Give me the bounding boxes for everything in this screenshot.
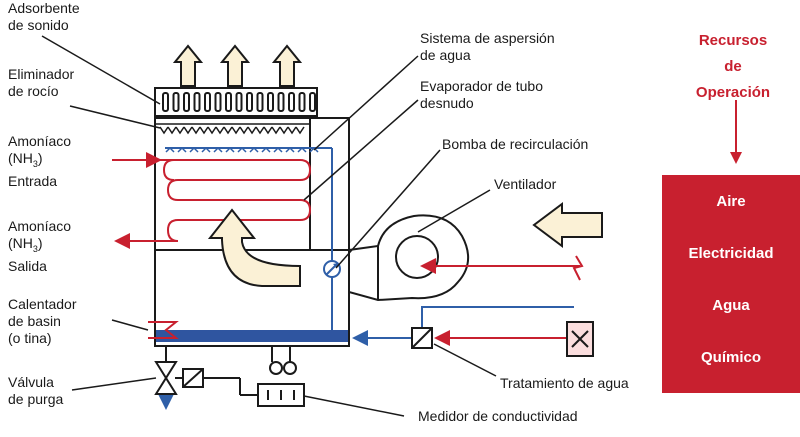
- recirculation-pump: [323, 260, 341, 278]
- drift-eliminator: [155, 123, 310, 135]
- purge-piping: [158, 346, 258, 410]
- exhaust-arrows: [172, 44, 303, 87]
- condenser-casing: [154, 117, 350, 347]
- conductivity-meter: [257, 346, 305, 407]
- resource-air: Aire: [716, 193, 746, 210]
- fan: [348, 214, 469, 302]
- label-recirculation-pump: Bomba de recirculación: [442, 136, 589, 152]
- sound-adsorbent: [154, 87, 318, 117]
- label-water-treatment: Tratamiento de agua: [500, 375, 629, 391]
- water-spray-system: [165, 146, 332, 153]
- air-flow-arrow: [207, 208, 301, 287]
- chemical-tank: [566, 321, 594, 357]
- leader-lines: [41, 35, 497, 417]
- air-intake-arrow: [532, 202, 603, 248]
- label-ammonia-inlet: Amoníaco(NH3)Entrada: [8, 133, 72, 189]
- label-fan: Ventilador: [494, 176, 557, 192]
- basin-heater: [148, 321, 179, 339]
- makeup-water-line: [352, 306, 574, 346]
- water-treatment-injector: [411, 327, 566, 349]
- basin-water: [156, 330, 348, 342]
- resource-water: Agua: [712, 297, 750, 314]
- purge-valve: [154, 361, 178, 395]
- bare-tube-evaporator-coil: [120, 159, 312, 242]
- resources-box: Aire Electricidad Agua Químico: [662, 175, 800, 393]
- purge-solenoid: [182, 368, 204, 388]
- label-conductivity-meter: Medidor de conductividad: [418, 408, 578, 424]
- resources-arrow: [730, 100, 742, 164]
- label-ammonia-outlet: Amoníaco(NH3)Salida: [8, 218, 72, 274]
- resource-electricity: Electricidad: [688, 245, 774, 262]
- resource-chemical: Químico: [700, 349, 761, 366]
